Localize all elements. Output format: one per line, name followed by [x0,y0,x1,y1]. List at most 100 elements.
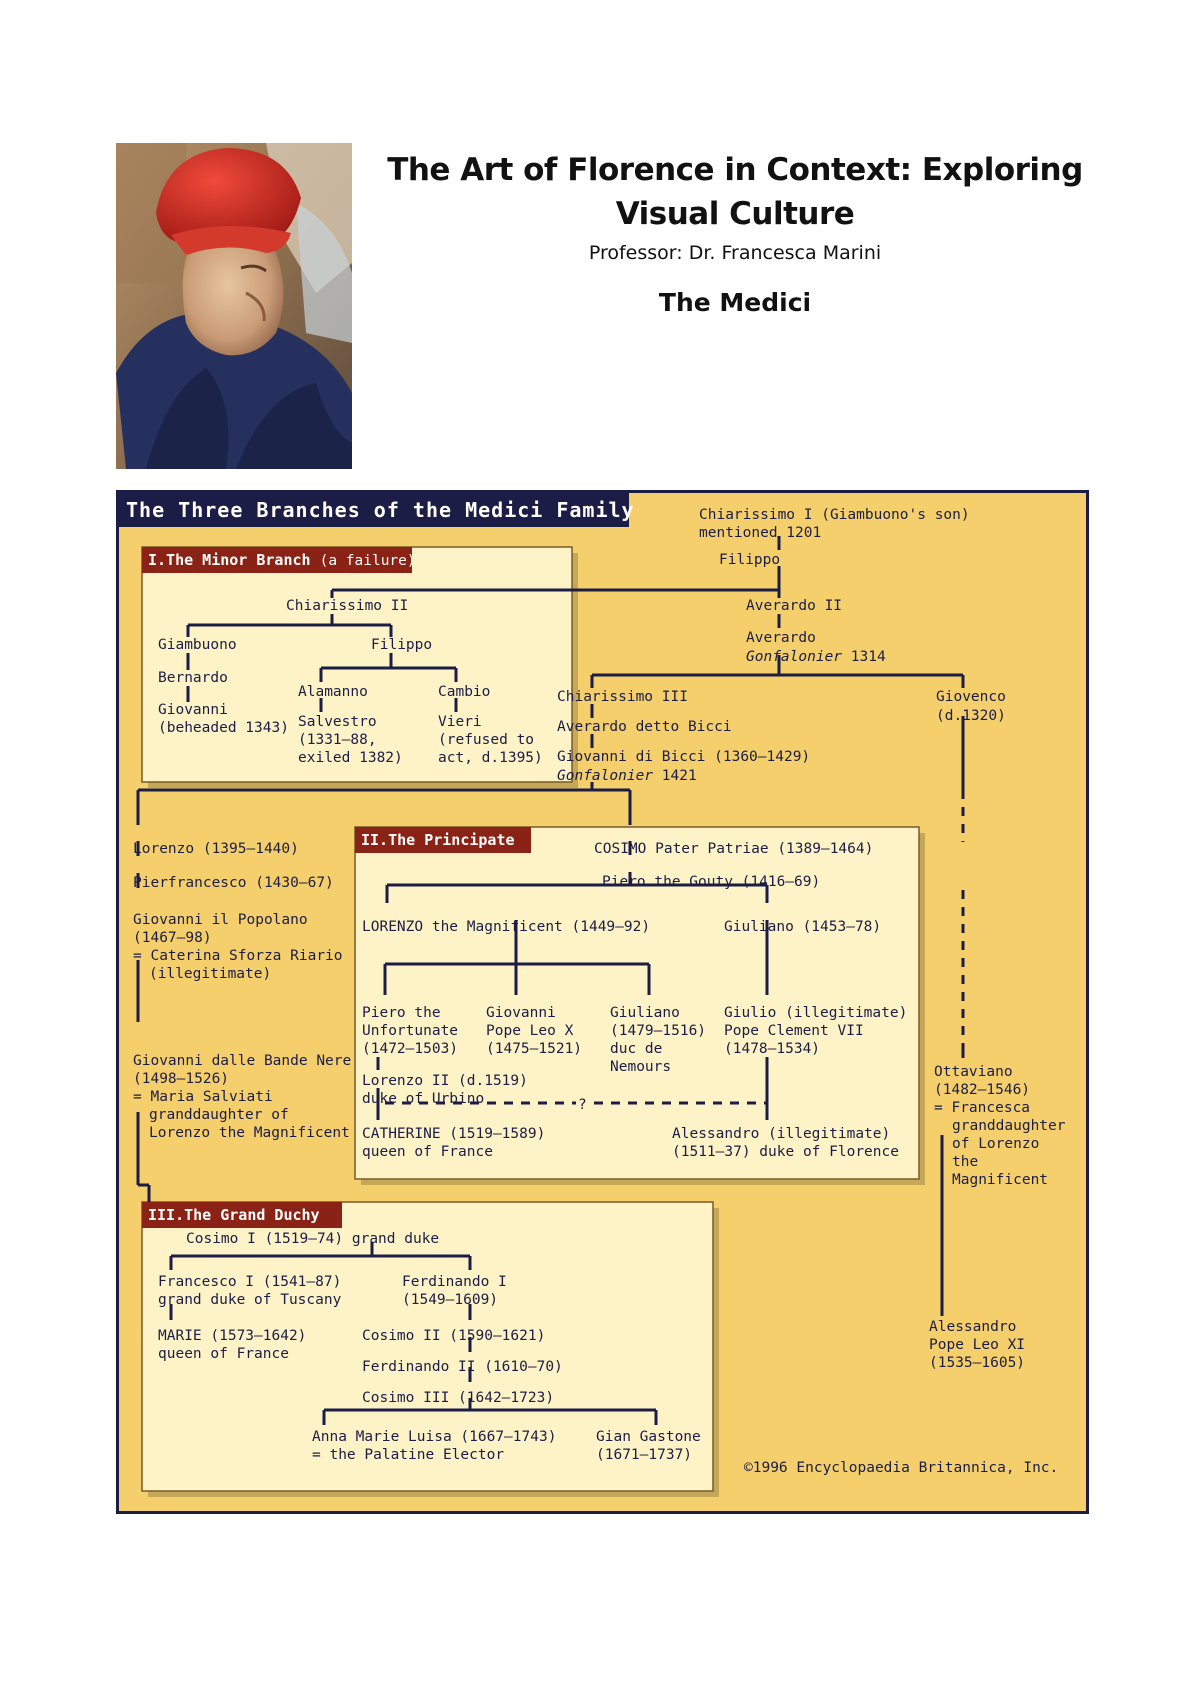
minor-branch-title: I.The Minor Branch (a failure) [148,551,416,569]
person-bernardo: Bernardo [158,670,228,686]
page-title: The Art of Florence in Context: Explorin… [387,152,1083,232]
person-catherine: CATHERINE (1519–1589) [362,1126,545,1142]
person-giovanni-leo-x-dates: (1475–1521) [486,1041,582,1057]
person-palatine-elector: = the Palatine Elector [312,1447,504,1463]
person-marie-title: queen of France [158,1346,289,1362]
person-averardo-ii: Averardo II [746,598,842,614]
person-vieri-note: (refused to [438,732,534,748]
person-gian-gastone-dates: (1671–1737) [596,1447,692,1463]
title-banner [119,493,629,527]
person-ottaviano: Ottaviano [934,1064,1013,1080]
person-filippo-minor: Filippo [371,637,432,653]
person-giovenco-dates: (d.1320) [936,708,1006,724]
person-bande-nere-dates: (1498–1526) [133,1071,229,1087]
person-alessandro-illegitimate-title: (1511–37) duke of Florence [672,1144,899,1160]
person-giulio-title: Pope Clement VII [724,1023,864,1039]
person-giuliano-1453: Giuliano (1453–78) [724,919,881,935]
person-maria-salviati: = Maria Salviati [133,1089,273,1105]
person-lorenzo-ii: Lorenzo II (d.1519) [362,1073,528,1089]
question-mark: ? [578,1097,587,1113]
person-anna-marie-luisa: Anna Marie Luisa (1667–1743) [312,1429,556,1445]
person-lorenzo-magnificent: LORENZO the Magnificent (1449–92) [362,919,650,935]
minor-branch-tab [142,547,412,573]
person-salvestro-dates: (1331–88, [298,732,377,748]
person-salvestro: Salvestro [298,714,377,730]
copyright-notice: ©1996 Encyclopaedia Britannica, Inc. [744,1460,1058,1476]
person-chiarissimo-ii: Chiarissimo II [286,598,408,614]
person-giovanni-leo-x: Giovanni [486,1005,556,1021]
person-alessandro-illegitimate: Alessandro (illegitimate) [672,1126,890,1142]
person-giuliano-nemours-place: Nemours [610,1059,671,1075]
person-chiarissimo-i-note: mentioned 1201 [699,525,821,541]
person-marie: MARIE (1573–1642) [158,1328,306,1344]
grand-duchy-box [141,1201,714,1492]
person-francesco-i: Francesco I (1541–87) [158,1274,341,1290]
person-maria-note-1: granddaughter of [149,1107,289,1123]
person-giovanni-bicci: Giovanni di Bicci (1360–1429) [557,749,810,765]
person-alessandro-leo-xi-dates: (1535–1605) [929,1355,1025,1371]
person-giuliano-nemours-dates: (1479–1516) [610,1023,706,1039]
person-vieri-dates: act, d.1395) [438,750,543,766]
person-alessandro-leo-xi: Alessandro [929,1319,1016,1335]
person-giulio: Giulio (illegitimate) [724,1005,907,1021]
person-averardo-bicci: Averardo detto Bicci [557,719,732,735]
person-lorenzo-ii-title: duke of Urbino [362,1091,484,1107]
person-giovanni-popolano-dates: (1467–98) [133,930,212,946]
person-ottaviano-dates: (1482–1546) [934,1082,1030,1098]
person-cosimo-iii: Cosimo III (1642–1723) [362,1390,554,1406]
person-piero-unfortunate-dates: (1472–1503) [362,1041,458,1057]
person-alessandro-leo-xi-title: Pope Leo XI [929,1337,1025,1353]
person-cosimo-pater: COSIMO Pater Patriae (1389–1464) [594,841,873,857]
person-salvestro-note: exiled 1382) [298,750,403,766]
person-francesco-i-title: grand duke of Tuscany [158,1292,342,1308]
person-chiarissimo-i: Chiarissimo I (Giambuono's son) [699,507,970,523]
grand-duchy-title: III.The Grand Duchy [148,1206,320,1224]
person-piero-unfortunate-2: Unfortunate [362,1023,458,1039]
person-bande-nere: Giovanni dalle Bande Nere [133,1053,351,1069]
person-francesca-note-1: granddaughter [952,1118,1066,1134]
person-francesca: = Francesca [934,1100,1030,1116]
person-alamanno: Alamanno [298,684,368,700]
minor-branch-box [141,546,573,783]
person-chiarissimo-iii: Chiarissimo III [557,689,688,705]
person-giuliano-nemours: Giuliano [610,1005,680,1021]
section-heading: The Medici [658,288,812,317]
professor-name: Professor: Dr. Francesca Marini [588,242,882,264]
person-giovanni-minor-note: (beheaded 1343) [158,720,289,736]
person-giulio-dates: (1478–1534) [724,1041,820,1057]
medici-portrait [116,143,352,469]
banner-title: The Three Branches of the Medici Family [126,498,635,522]
person-giambuono: Giambuono [158,637,237,653]
person-averardo-title: Gonfalonier 1314 [746,649,886,665]
person-giovanni-popolano: Giovanni il Popolano [133,912,308,928]
person-francesca-note-3: the [952,1154,978,1170]
person-gian-gastone: Gian Gastone [596,1429,701,1445]
person-piero-gouty: Piero the Gouty (1416–69) [602,874,820,890]
person-caterina-note: (illegitimate) [149,966,271,982]
person-caterina-sforza: = Caterina Sforza Riario [133,948,343,964]
person-vieri: Vieri [438,714,482,730]
person-filippo: Filippo [719,552,780,568]
person-giovanni-bicci-title: Gonfalonier 1421 [557,768,697,784]
person-ferdinando-i-dates: (1549–1609) [402,1292,498,1308]
person-cosimo-ii: Cosimo II (1590–1621) [362,1328,545,1344]
person-cosimo-i: Cosimo I (1519–74) grand duke [186,1231,439,1247]
person-cambio: Cambio [438,684,490,700]
person-pierfrancesco: Pierfrancesco (1430–67) [133,875,334,891]
tree-lines [136,536,965,1425]
person-lorenzo-1395: Lorenzo (1395–1440) [133,841,299,857]
person-maria-note-2: Lorenzo the Magnificent [149,1125,350,1141]
person-francesca-note-2: of Lorenzo [952,1136,1039,1152]
principate-title: II.The Principate [361,831,515,849]
principate-tab [355,827,531,853]
person-piero-unfortunate: Piero the [362,1005,441,1021]
person-giovanni-minor: Giovanni [158,702,228,718]
person-giuliano-nemours-title: duc de [610,1041,662,1057]
person-ferdinando-ii: Ferdinando II (1610–70) [362,1359,563,1375]
person-catherine-title: queen of France [362,1144,493,1160]
grand-duchy-tab [142,1202,342,1228]
person-francesca-note-4: Magnificent [952,1172,1048,1188]
person-ferdinando-i: Ferdinando I [402,1274,507,1290]
person-giovanni-leo-x-title: Pope Leo X [486,1023,574,1039]
portrait-painting [116,143,352,469]
